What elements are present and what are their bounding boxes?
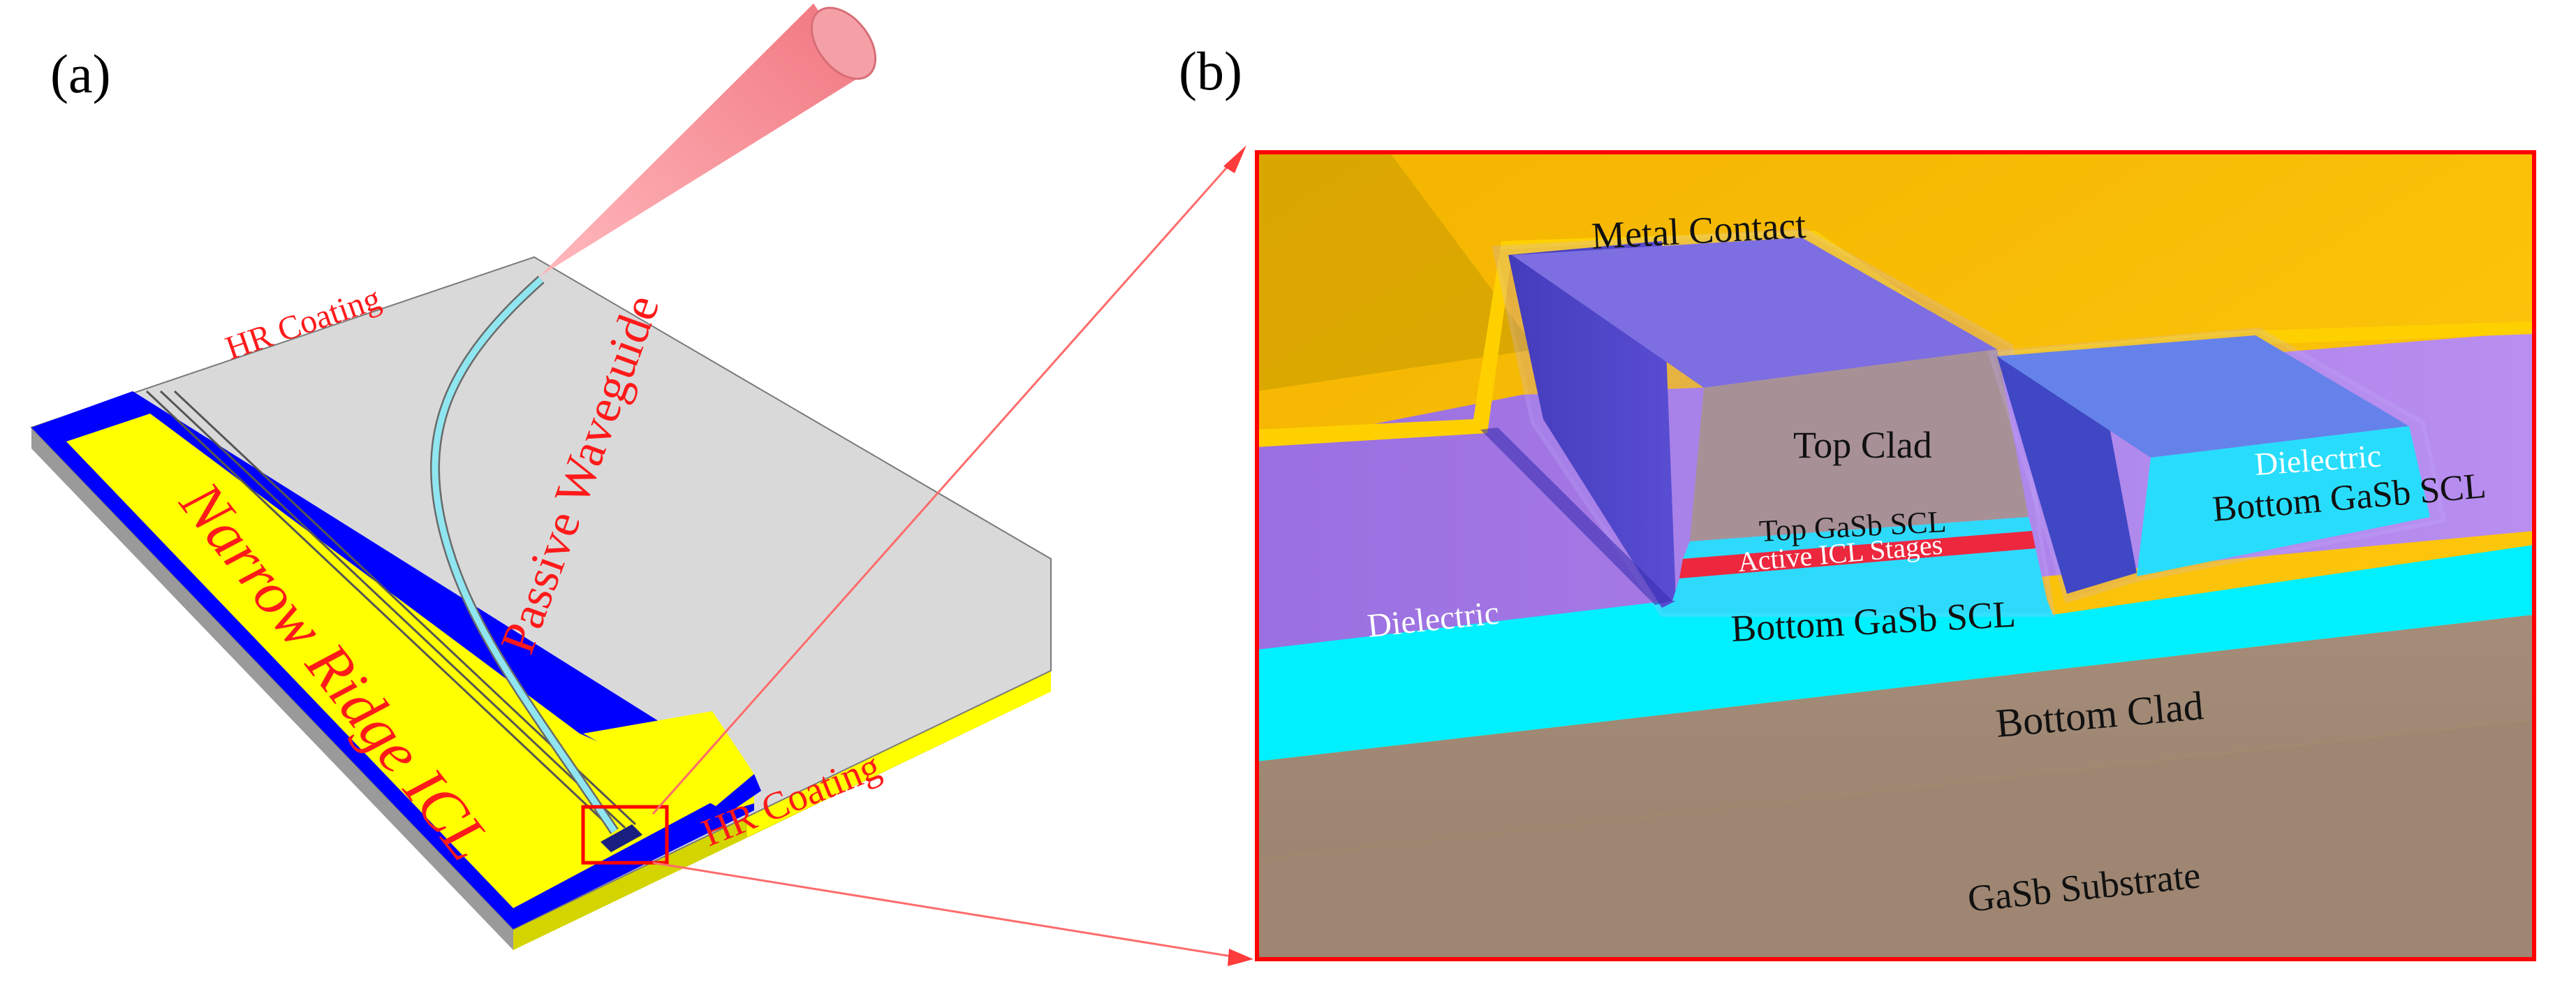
bottom-scl-slab (1257, 545, 2534, 761)
metal-contact-band (1257, 231, 2534, 447)
right-ridge-top (1997, 335, 2409, 458)
yellow-front-area (583, 711, 754, 812)
ridge-end-marker (601, 824, 642, 852)
top-clad-label: Top Clad (1793, 424, 1932, 466)
left-ridge-bottom-scl-top (1672, 548, 2049, 611)
dielectric-right-label: Dielectric (2253, 437, 2382, 482)
zoom-box (581, 805, 669, 865)
left-ridge-front-top-clad (1690, 349, 2029, 541)
chip-front-side-yellow (747, 671, 1051, 837)
right-ridge-front (2137, 426, 2430, 576)
panel-a-label: (a) (50, 43, 111, 104)
chip-left-side (31, 428, 513, 950)
yellow-ridge-section (66, 414, 723, 908)
left-ridge-active (1679, 531, 2036, 578)
left-ridge-top-scl (1683, 517, 2032, 559)
panel-b-label: (b) (1179, 41, 1242, 101)
panel-b: (b) (1179, 41, 2536, 961)
bottom-clad (1257, 615, 2534, 859)
zoom-connectors (652, 145, 1253, 966)
zoom-frame (1255, 150, 2536, 961)
emitted-beam (539, 3, 862, 277)
substrate (1257, 720, 2534, 959)
blue-front-strip (698, 774, 761, 824)
beam-aperture (810, 6, 877, 80)
left-ridge-top (1512, 238, 1997, 388)
chip-top-gray (30, 256, 1052, 931)
panel-a: (a) HR Coating Passive Waveguide (30, 3, 1052, 950)
